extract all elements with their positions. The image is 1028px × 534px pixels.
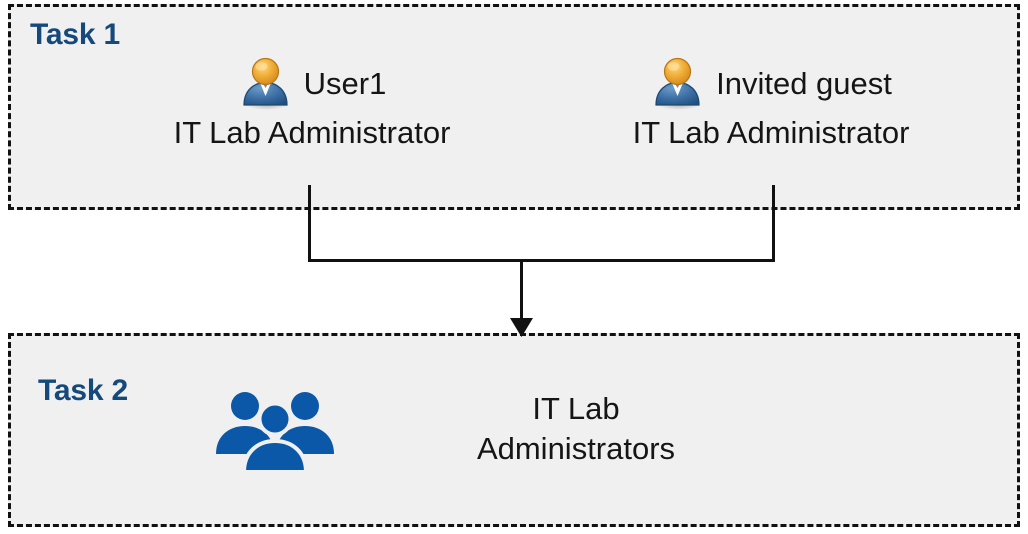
task-1-title: Task 1: [30, 18, 120, 51]
people-group-icon: [216, 392, 334, 472]
group-label-line-2: Administrators: [476, 431, 676, 466]
user-person-icon: [238, 55, 294, 111]
group-label: IT Lab Administrators: [386, 389, 766, 469]
task-2-title: Task 2: [38, 374, 128, 407]
people-group-icon-wrapper: [216, 388, 334, 472]
task-2-box: [8, 333, 1020, 527]
user-person-icon: [650, 55, 706, 111]
person-invited-guest-name: Invited guest: [716, 65, 892, 101]
person-invited-guest-row: Invited guest: [595, 52, 947, 114]
task-1-box: [8, 4, 1020, 210]
person-user1-name: User1: [303, 65, 387, 101]
person-user1: User1 IT Lab Administrator: [137, 52, 487, 148]
group-label-line-1: IT Lab: [532, 391, 620, 426]
person-invited-guest: Invited guest IT Lab Administrator: [595, 52, 947, 148]
person-invited-guest-role: IT Lab Administrator: [632, 115, 910, 150]
person-user1-row: User1: [137, 52, 487, 114]
person-user1-role: IT Lab Administrator: [173, 115, 451, 150]
